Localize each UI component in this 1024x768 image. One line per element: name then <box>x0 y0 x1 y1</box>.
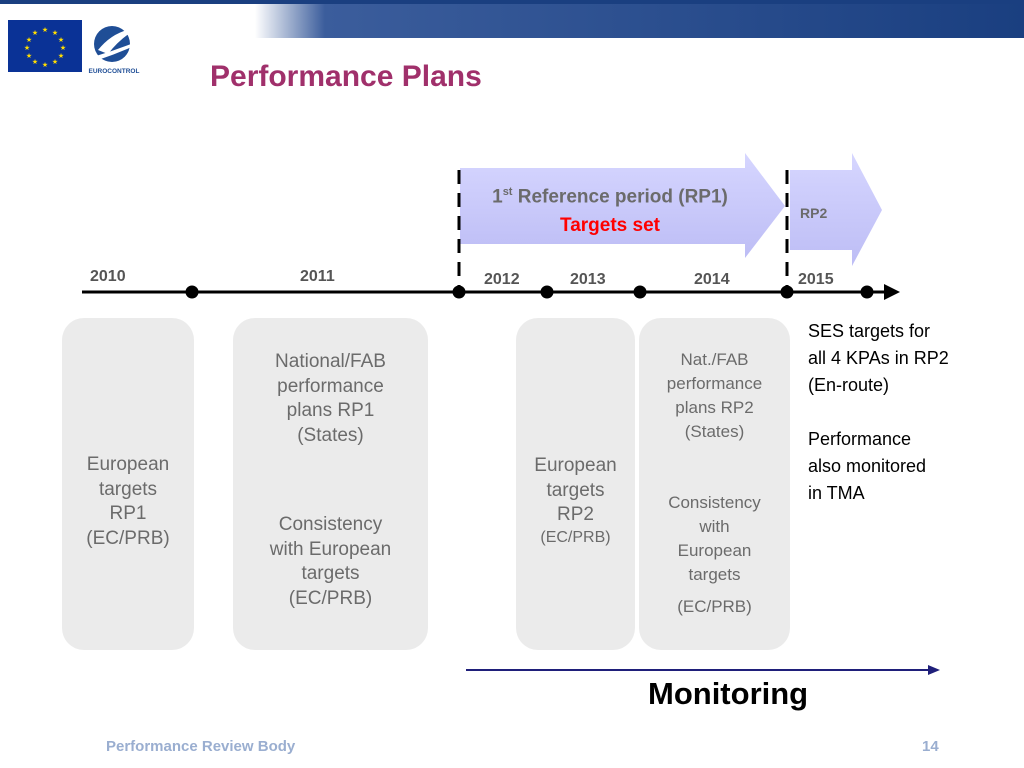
svg-text:★: ★ <box>42 61 48 69</box>
eu-flag-logo: ★ ★ ★ ★ ★ ★ ★ ★ ★ ★ ★ ★ <box>8 20 82 72</box>
svg-text:★: ★ <box>32 58 38 66</box>
year-label: 2010 <box>90 268 126 285</box>
year-label: 2014 <box>694 271 730 288</box>
european-targets-rp1-text: European targets RP1 (EC/PRB) <box>86 454 170 550</box>
eurocontrol-logo: EUROCONTROL <box>86 20 146 76</box>
consistency-rp2-text: Consistency with European targets <box>668 493 761 584</box>
svg-text:★: ★ <box>24 44 30 52</box>
timeline-arrowhead <box>884 284 900 300</box>
timeline-dot <box>452 285 466 299</box>
national-fab-plans-rp1-box <box>233 318 428 650</box>
timeline-dot <box>780 285 794 299</box>
svg-text:★: ★ <box>60 44 66 52</box>
year-label: 2015 <box>798 271 834 288</box>
timeline-dot <box>633 285 647 299</box>
rp1-subtitle: Targets set <box>560 215 660 236</box>
tma-monitoring-note: Performance also monitored in TMA <box>808 429 927 503</box>
svg-text:★: ★ <box>58 52 64 60</box>
timeline-dot <box>540 285 554 299</box>
monitoring-label: Monitoring <box>648 676 809 711</box>
svg-text:★: ★ <box>32 29 38 37</box>
footer-org: Performance Review Body <box>106 738 296 755</box>
rp1-banner-arrow <box>460 153 785 258</box>
svg-text:★: ★ <box>26 36 32 44</box>
timeline-dot <box>185 285 199 299</box>
page-title: Performance Plans <box>210 60 482 93</box>
european-targets-rp1-box <box>62 318 194 650</box>
svg-text:★: ★ <box>52 58 58 66</box>
nat-fab-plans-rp2-box <box>639 318 790 650</box>
svg-text:★: ★ <box>26 52 32 60</box>
year-label: 2011 <box>300 268 335 285</box>
svg-text:★: ★ <box>52 29 58 37</box>
national-fab-plans-rp1-text: National/FAB performance plans RP1 (Stat… <box>275 351 386 447</box>
rp2-banner-arrow <box>790 153 882 266</box>
consistency-rp1-text: Consistency with European targets (EC/PR… <box>269 514 392 610</box>
monitoring-arrowhead <box>928 665 940 675</box>
rp1-title: 1st Reference period (RP1) <box>492 186 728 208</box>
year-label: 2012 <box>484 271 520 288</box>
timeline-dot <box>860 285 874 299</box>
year-label: 2013 <box>570 271 606 288</box>
page-number: 14 <box>922 738 939 755</box>
consistency-rp2-source: (EC/PRB) <box>677 597 752 616</box>
svg-text:★: ★ <box>42 26 48 34</box>
header-bar <box>0 0 1024 38</box>
rp2-label: RP2 <box>800 205 828 221</box>
ses-targets-note: SES targets for all 4 KPAs in RP2 (En-ro… <box>808 321 949 395</box>
svg-text:★: ★ <box>58 36 64 44</box>
svg-text:EUROCONTROL: EUROCONTROL <box>89 68 140 75</box>
nat-fab-plans-rp2-text: Nat./FAB performance plans RP2 (States) <box>666 350 763 441</box>
european-targets-rp2-text: European targets RP2 (EC/PRB) <box>534 455 617 547</box>
european-targets-rp2-box <box>516 318 635 650</box>
